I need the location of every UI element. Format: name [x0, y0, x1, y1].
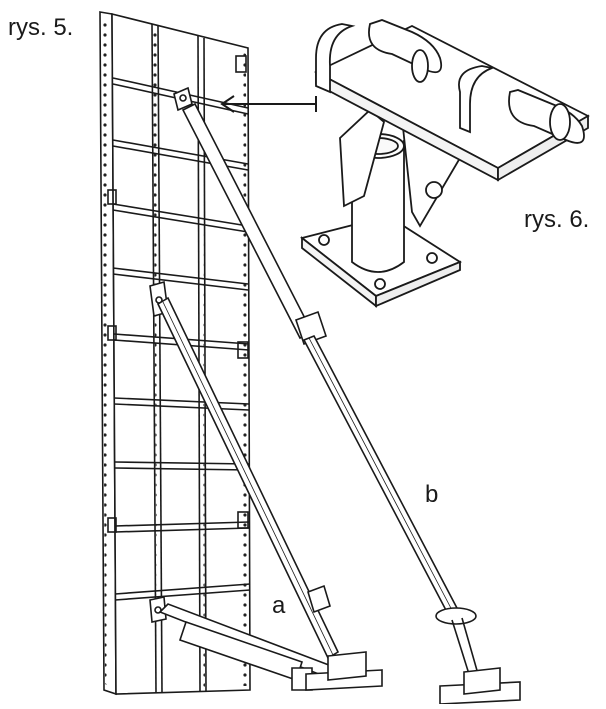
formwork-panel: [99, 11, 251, 696]
figure-6-label: rys. 6.: [524, 206, 590, 233]
arrow-left-icon: [220, 95, 317, 113]
figure-5-label: rys. 5.: [8, 14, 74, 41]
prop-b: [181, 102, 521, 705]
prop-b-label: b: [425, 481, 439, 508]
bracket-detail: [300, 19, 590, 308]
prop-a-label: a: [272, 592, 286, 619]
prop-a: [156, 296, 383, 691]
